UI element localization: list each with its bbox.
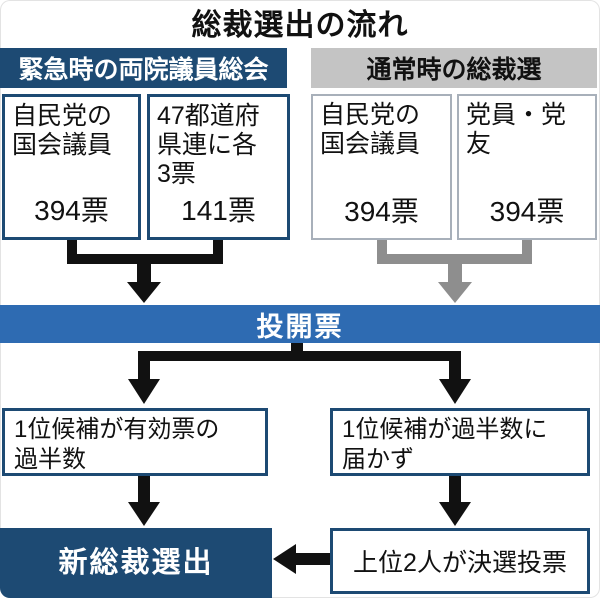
vote-count: 141票 xyxy=(181,195,256,226)
outcome-to-final-arrow xyxy=(128,476,160,526)
voter-box-label: 党員・党友 xyxy=(466,101,567,158)
outcome-to-runoff-arrow xyxy=(439,476,471,526)
voter-box-normal-diet-members: 自民党の 国会議員 394票 xyxy=(311,94,452,240)
voter-box-label: 自民党の 国会議員 xyxy=(320,101,421,158)
new-president-elected-box: 新総裁選出 xyxy=(0,528,272,598)
vote-count: 394票 xyxy=(344,196,419,227)
voter-box-label: 自民党の 国会議員 xyxy=(12,102,113,159)
outcome-majority-box: 1位候補が有効票の 過半数 xyxy=(2,408,268,476)
ballot-bar: 投開票 xyxy=(0,305,600,343)
normal-track-header: 通常時の総裁選 xyxy=(311,48,597,88)
ballot-split-arrow xyxy=(128,343,471,404)
vote-count: 394票 xyxy=(34,195,109,226)
outcome-no-majority-box: 1位候補が過半数に 届かず xyxy=(330,408,590,476)
vote-count: 394票 xyxy=(489,196,565,227)
emergency-track-header: 緊急時の両院議員総会 xyxy=(0,48,287,88)
normal-merge-arrow xyxy=(377,240,532,303)
page-title: 総裁選出の流れ xyxy=(191,9,409,42)
voter-box-label: 47都道府 県連に各 3票 xyxy=(157,102,260,188)
voter-box-party-members: 党員・党友 394票 xyxy=(457,94,597,240)
voter-box-emergency-diet-members: 自民党の 国会議員 394票 xyxy=(2,94,141,240)
runoff-to-final-arrow xyxy=(273,544,330,574)
emergency-merge-arrow xyxy=(67,240,223,303)
voter-box-prefectural-chapters: 47都道府 県連に各 3票 141票 xyxy=(147,94,290,240)
runoff-vote-box: 上位2人が決選投票 xyxy=(330,528,590,594)
